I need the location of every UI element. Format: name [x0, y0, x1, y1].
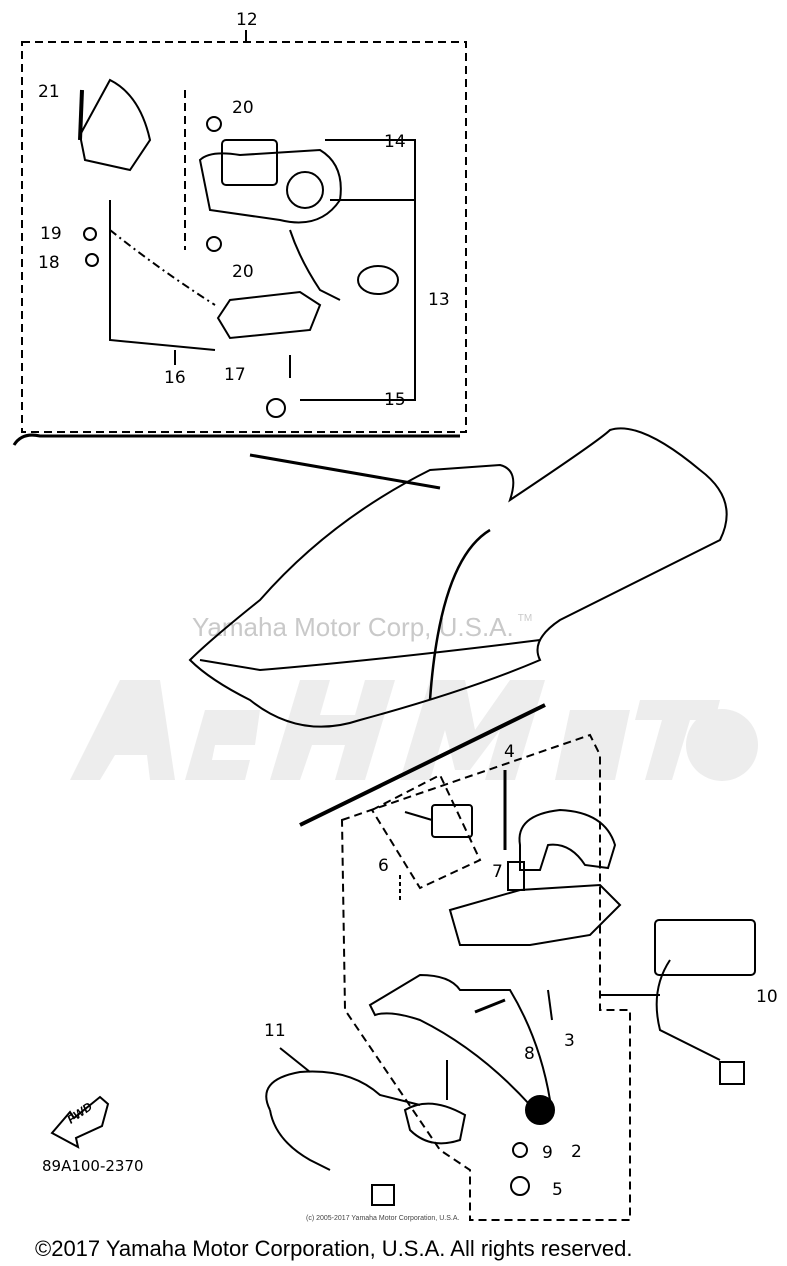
- screw: [474, 998, 506, 1014]
- detail-box: [21, 41, 467, 433]
- seat: [188, 427, 728, 728]
- leader-line: [428, 528, 491, 701]
- part-label: 15: [384, 390, 406, 410]
- control-unit: [654, 919, 756, 976]
- part-label: 16: [164, 368, 186, 388]
- part-label: 11: [264, 1021, 286, 1041]
- part-label: 8: [524, 1044, 535, 1064]
- sensor-wire: [269, 1109, 331, 1171]
- small-copyright: (c) 2005-2017 Yamaha Motor Corporation, …: [306, 1215, 460, 1222]
- grommet: [206, 236, 222, 252]
- switch-box: [198, 148, 342, 224]
- connector: [719, 1061, 745, 1085]
- connector: [371, 1184, 395, 1206]
- part-label: 7: [492, 862, 503, 882]
- part-label: 5: [552, 1180, 563, 1200]
- connector: [357, 265, 399, 295]
- grommet: [206, 116, 222, 132]
- leader-line: [249, 453, 441, 490]
- watermark-tm: TM: [517, 613, 533, 624]
- part-label: 13: [428, 290, 450, 310]
- lever-cover: [518, 808, 617, 871]
- part-label: 6: [378, 856, 389, 876]
- bracket: [78, 78, 152, 172]
- bolt: [78, 89, 84, 141]
- switch-block: [431, 804, 473, 838]
- watermark-text: Yamaha Motor Corp, U.S.A.: [192, 612, 514, 642]
- detail-box-bracket: [12, 433, 460, 446]
- washer: [512, 1142, 528, 1158]
- sub-assembly-box: [370, 773, 482, 890]
- part-label: 19: [40, 224, 62, 244]
- collar: [507, 861, 525, 891]
- part-label: 10: [756, 987, 778, 1007]
- lever-holder: [448, 883, 622, 946]
- screw: [404, 811, 433, 821]
- copyright: ©2017 Yamaha Motor Corporation, U.S.A. A…: [35, 1236, 633, 1261]
- callout-line: [300, 139, 416, 401]
- control-unit-wire: [655, 959, 721, 1061]
- throttle-lever: [368, 973, 552, 1107]
- seat-edge: [199, 639, 541, 672]
- part-number: 89A100-2370: [42, 1157, 144, 1175]
- washer: [83, 227, 97, 241]
- part-label: 12: [236, 10, 258, 30]
- sensor: [403, 1102, 467, 1145]
- switch-base: [216, 290, 322, 340]
- sensor-wire: [265, 1070, 421, 1111]
- assembly-box: [340, 733, 631, 1221]
- leader-line: [299, 703, 546, 827]
- part-label: 18: [38, 253, 60, 273]
- guide-line: [109, 229, 216, 306]
- part-label: 20: [232, 262, 254, 282]
- screw: [547, 989, 553, 1021]
- part-label: 2: [571, 1142, 582, 1162]
- part-label: 9: [542, 1143, 553, 1163]
- part-label: 21: [38, 82, 60, 102]
- switch-cover: [221, 139, 278, 186]
- watermark: Yamaha Motor Corp, U.S.A.TM: [192, 613, 532, 642]
- fwd-arrow-icon: [50, 1095, 110, 1149]
- nut: [510, 1176, 530, 1196]
- callout-line: [279, 1047, 311, 1073]
- part-label: 14: [384, 132, 406, 152]
- part-label: 20: [232, 98, 254, 118]
- callout-line: [109, 200, 216, 351]
- lever-ball: [525, 1095, 555, 1125]
- switch-knob: [286, 171, 324, 209]
- part-label: 3: [564, 1031, 575, 1051]
- part-label: 17: [224, 365, 246, 385]
- nut: [85, 253, 99, 267]
- part-label: 4: [504, 742, 515, 762]
- switch-wire: [289, 229, 341, 301]
- screw-head: [266, 398, 286, 418]
